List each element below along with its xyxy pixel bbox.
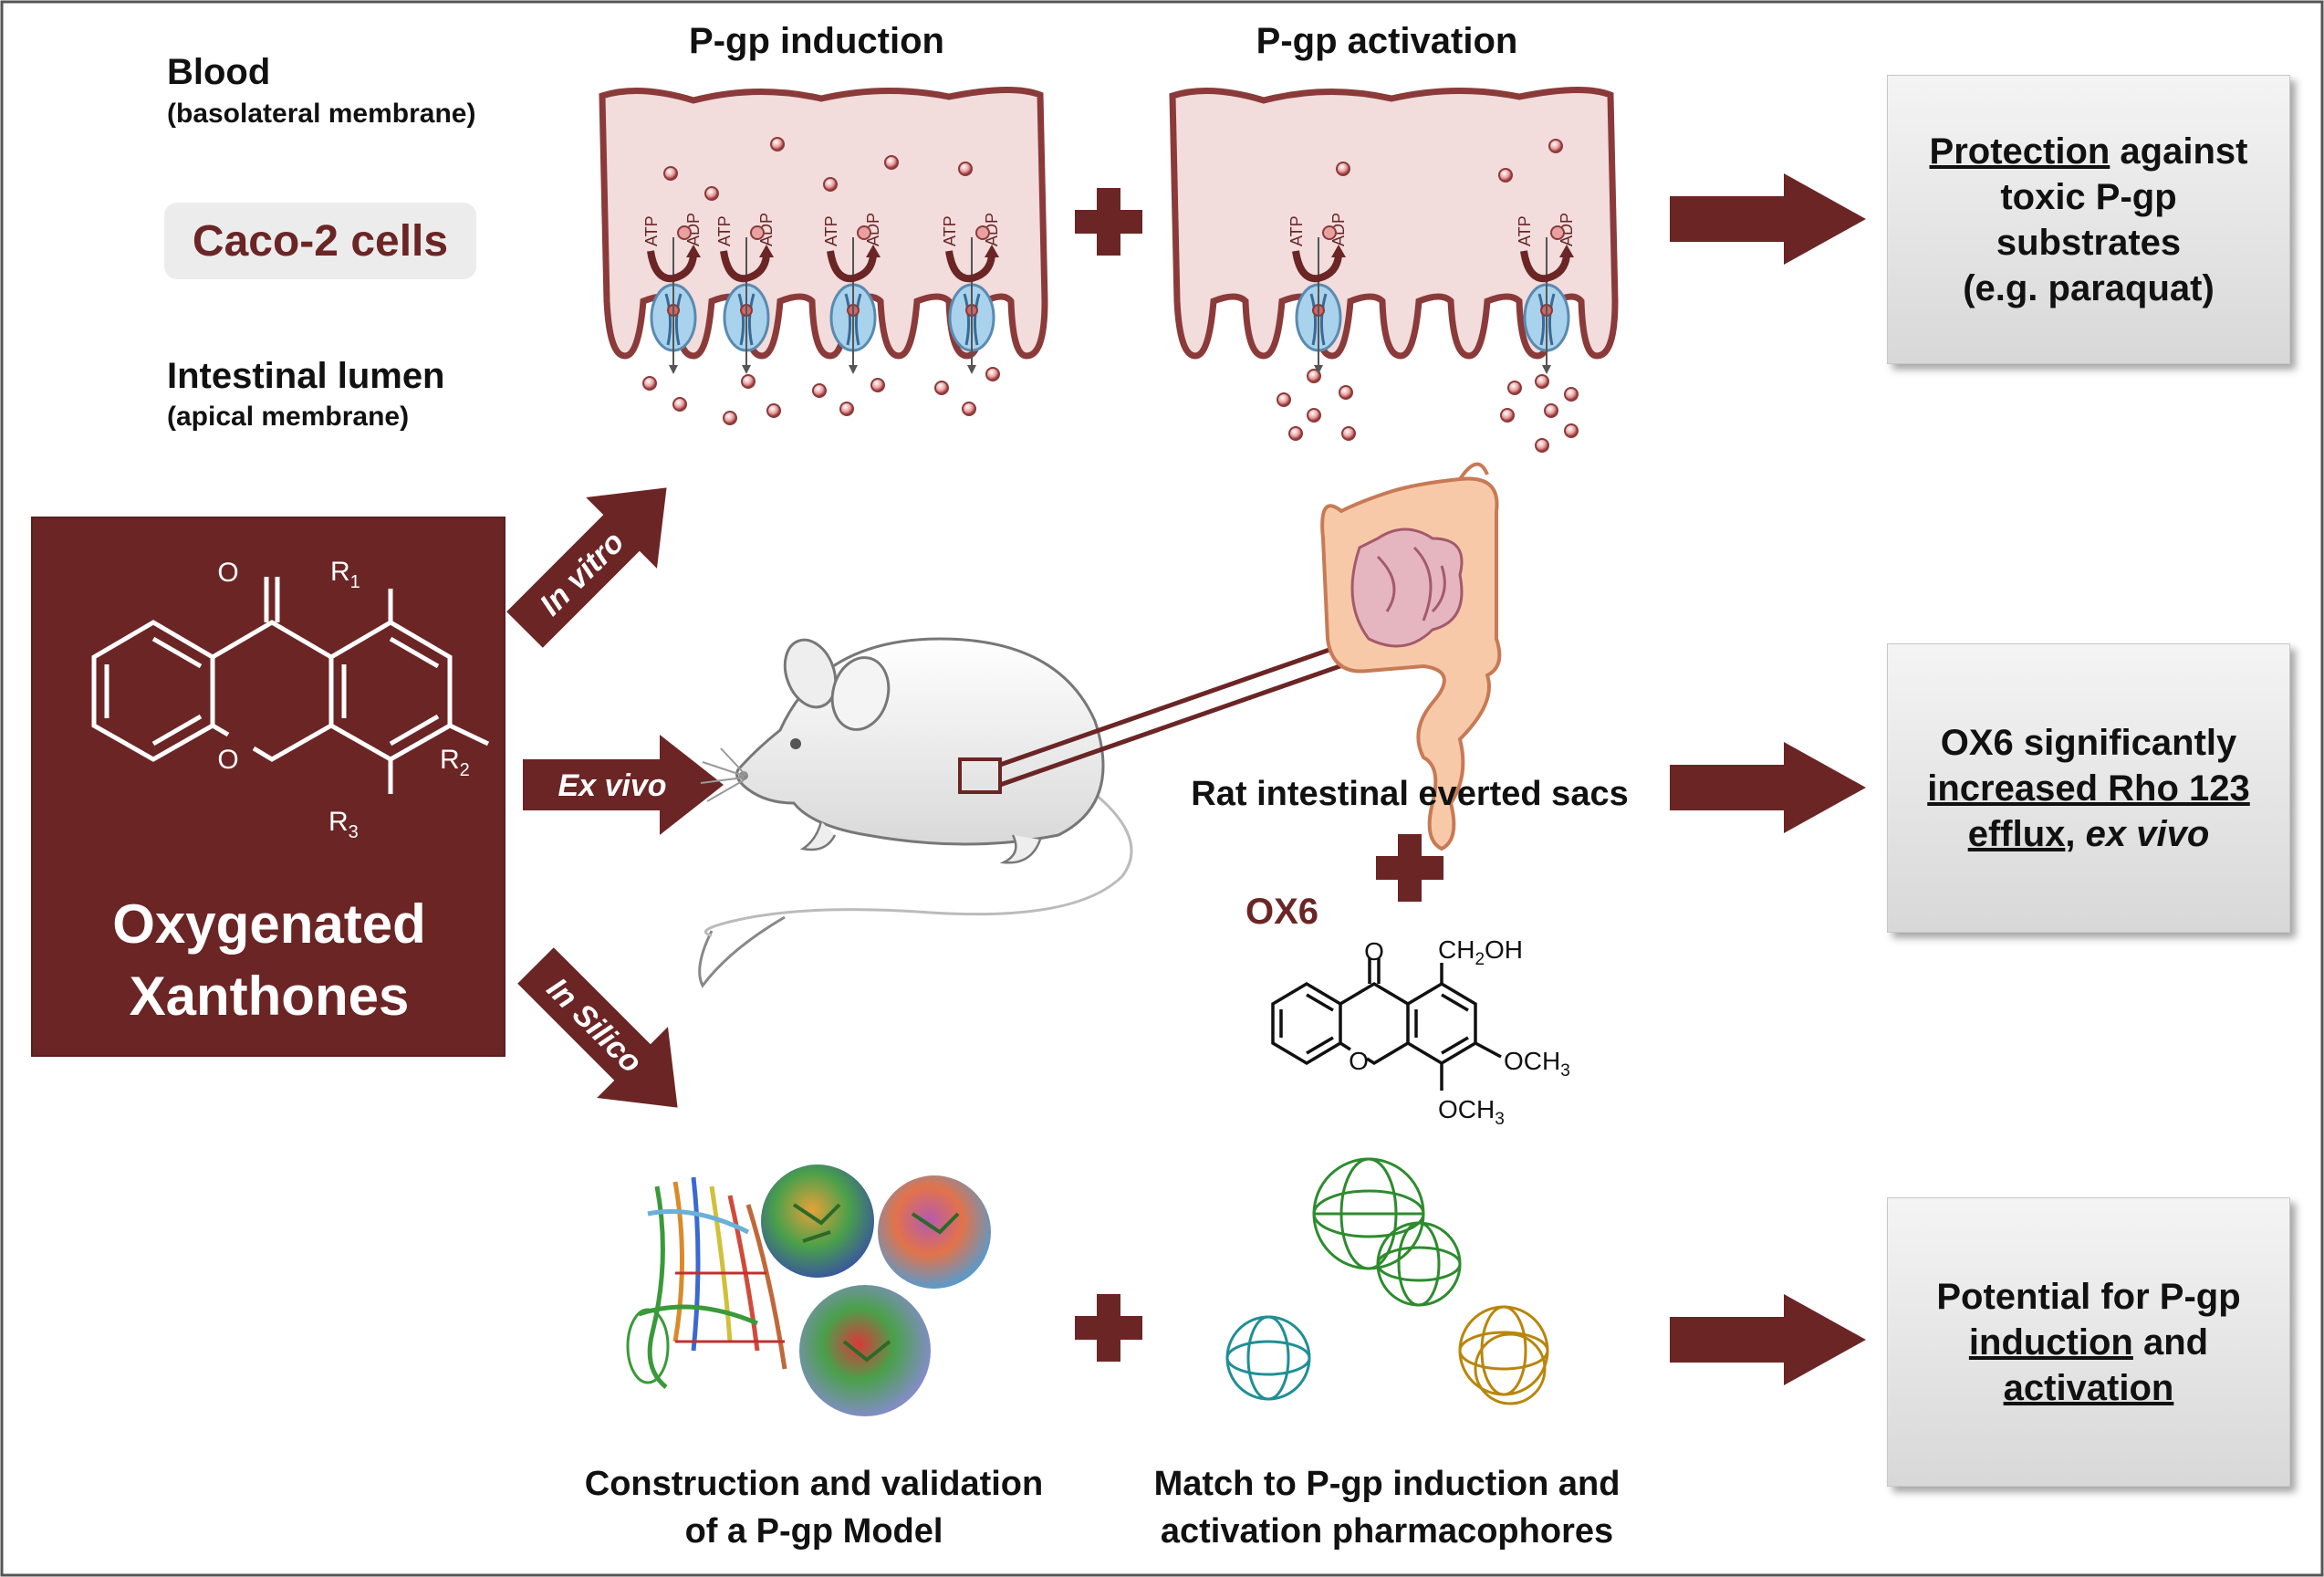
protection-line3: substrates <box>1996 222 2182 263</box>
xanthone-title-line1: Oxygenated <box>112 893 425 955</box>
induction-title: P-gp induction <box>689 21 944 61</box>
atp-label: ATP <box>1287 215 1306 246</box>
substrate-vesicles-lumen-1 <box>642 367 1000 425</box>
lumen-label: Intestinal lumen <box>167 356 445 396</box>
arrow-ex-vivo: Ex vivo <box>523 735 724 835</box>
plus-icon-top <box>1075 188 1142 256</box>
xanthone-title-line2: Xanthones <box>130 966 410 1027</box>
pgp-model-illustration <box>626 1164 991 1416</box>
activation-title: P-gp activation <box>1256 21 1518 61</box>
ox6-result-exvivo: ex vivo <box>2085 813 2210 854</box>
rat-sacs-label: Rat intestinal everted sacs <box>1191 775 1628 813</box>
potential-activation: activation <box>2003 1367 2174 1408</box>
ox6-o-carbonyl: O <box>1364 937 1384 966</box>
atp-label: ATP <box>715 215 734 246</box>
arrow-in-vitro: In vitro <box>506 487 667 648</box>
xanthone-skeleton <box>91 577 490 794</box>
protection-underlined: Protection <box>1929 131 2110 172</box>
apical-label: (apical membrane) <box>167 402 409 432</box>
plus-icon-bottom <box>1075 1294 1142 1362</box>
xanthone-o-carbonyl: O <box>217 558 238 588</box>
rat-illustration <box>698 627 1388 988</box>
ox6-result-box: OX6 significantly increased Rho 123 effl… <box>1887 643 2290 933</box>
protection-result-box: Protection against toxic P-gp substrates… <box>1887 75 2290 364</box>
ex-vivo-label: Ex vivo <box>558 768 666 803</box>
docking-view-2 <box>878 1175 991 1289</box>
xanthone-o-ring: O <box>217 745 238 775</box>
atp-label: ATP <box>1516 215 1534 246</box>
ox6-och3-right: OCH3 <box>1504 1047 1570 1081</box>
xanthone-r1: R1 <box>330 557 360 592</box>
intestine-illustration <box>1320 462 1502 851</box>
xanthone-r3: R3 <box>328 807 359 842</box>
cell-induction <box>599 86 1048 360</box>
docking-view-3 <box>799 1285 931 1416</box>
intestine-sample-marker <box>958 757 1002 794</box>
ox6-och3-bottom: OCH3 <box>1438 1095 1505 1129</box>
match-label-2: activation pharmacophores <box>1161 1512 1613 1551</box>
atp-label: ATP <box>822 215 840 246</box>
substrate-vesicles-lumen-2 <box>1277 369 1579 453</box>
ox6-result-line2: increased Rho 123 <box>1927 768 2250 809</box>
protection-line4: (e.g. paraquat) <box>1963 267 2215 308</box>
arrow-to-ox6-result <box>1670 742 1866 833</box>
basolateral-label: (basolateral membrane) <box>167 99 475 129</box>
ox6-ch2oh: CH2OH <box>1438 935 1523 969</box>
ox6-label: OX6 <box>1245 892 1318 932</box>
potential-induction: induction <box>1968 1321 2133 1363</box>
ox6-o-ring: O <box>1349 1047 1369 1075</box>
caco2-badge <box>164 203 476 279</box>
atp-label: ATP <box>941 215 959 246</box>
ox6-structure <box>1271 958 1502 1091</box>
blood-label: Blood <box>167 52 270 92</box>
protection-line1-rest: against <box>2110 131 2248 172</box>
arrow-to-potential <box>1670 1294 1866 1385</box>
match-label-1: Match to P-gp induction and <box>1154 1465 1621 1503</box>
caco2-label: Caco-2 cells <box>193 217 448 266</box>
substrate-vesicles-inside-1 <box>663 137 973 201</box>
ox6-result-efflux: efflux <box>1967 813 2066 854</box>
pharmacophore-spheres <box>1225 1157 1549 1405</box>
cell-activation <box>1169 86 1619 360</box>
substrate-vesicles-inside-2 <box>1336 139 1563 183</box>
potential-line1: Potential for P-gp <box>1936 1276 2241 1317</box>
xanthone-r2: R2 <box>440 745 470 780</box>
ox6-result-line1: OX6 significantly <box>1940 722 2237 763</box>
ox6-result-comma: , <box>2065 813 2086 854</box>
potential-and: and <box>2132 1321 2209 1363</box>
potential-result-box: Potential for P-gp induction and activat… <box>1887 1197 2290 1487</box>
plus-icon-middle <box>1376 834 1443 902</box>
construction-label-1: Construction and validation <box>585 1465 1043 1503</box>
arrow-to-protection <box>1670 173 1866 265</box>
atp-label: ATP <box>642 215 661 246</box>
construction-label-2: of a P-gp Model <box>685 1512 943 1551</box>
protection-line2: toxic P-gp <box>2000 176 2177 217</box>
